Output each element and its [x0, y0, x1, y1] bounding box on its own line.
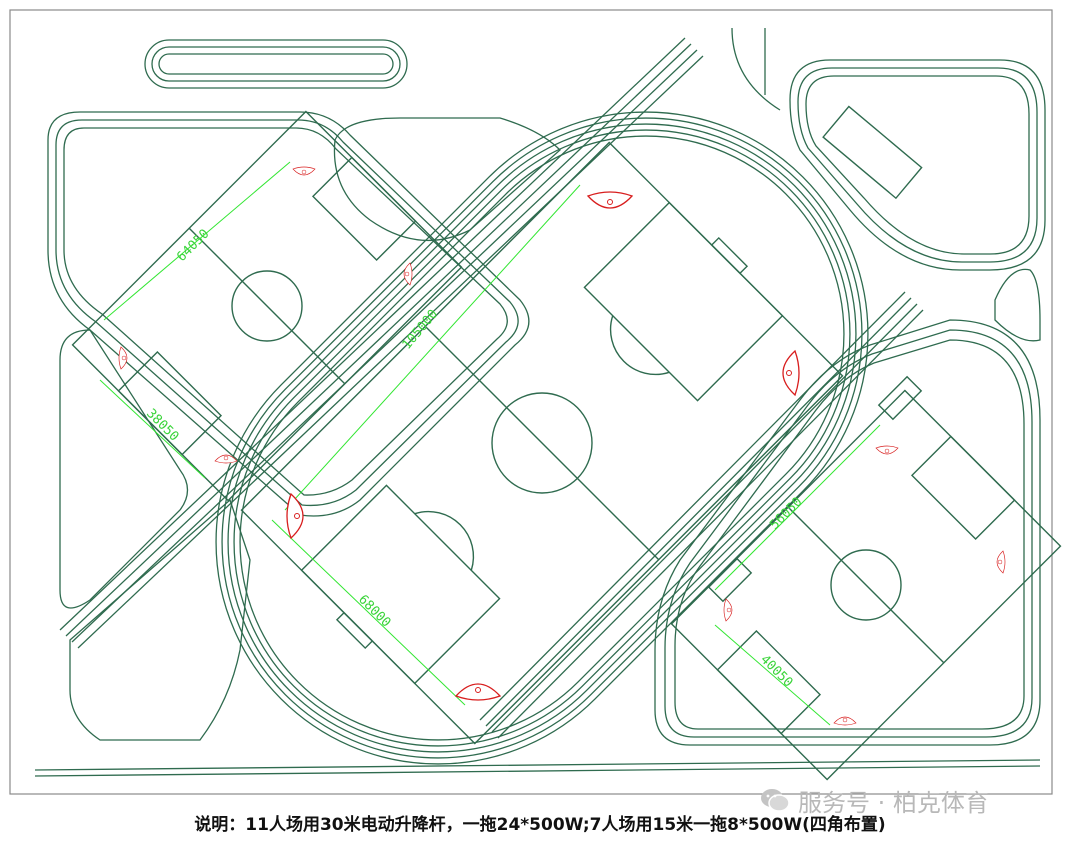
bottom-right-loop-track — [654, 319, 1041, 746]
floodlight-icon — [875, 445, 899, 455]
planter-top-middle — [333, 117, 561, 241]
floodlight-icon — [723, 598, 733, 622]
top-small-oval-track — [144, 39, 408, 89]
watermark-text: 服务号 · 柏克体育 — [798, 788, 989, 817]
watermark: 服务号 · 柏克体育 — [760, 782, 989, 818]
dim-line-small2-width — [714, 624, 831, 726]
dim-line-main-length — [284, 184, 581, 511]
dim-label-small2-length: 56050 — [767, 495, 805, 533]
outer-boundary — [34, 759, 1041, 771]
dimension-labels: 64050 38050 105000 68000 56050 40050 — [143, 227, 805, 691]
building-top-right — [822, 105, 923, 200]
floodlight-icon — [214, 454, 238, 464]
floodlight-icon — [292, 166, 316, 176]
top-left-loop-track — [47, 111, 530, 517]
small-football-field-1 — [71, 110, 463, 502]
road-left — [731, 27, 781, 111]
building-near-field — [877, 375, 923, 421]
planter-left — [59, 329, 189, 609]
floodlight-icon — [586, 191, 634, 209]
floodlight-icon — [833, 716, 857, 726]
main-oval-track — [215, 111, 869, 765]
dim-label-main-width: 68000 — [355, 592, 393, 630]
planter-right — [994, 268, 1041, 342]
main-football-field — [240, 141, 844, 745]
small-football-field-2 — [670, 389, 1062, 781]
dim-line-small2-length — [714, 424, 881, 591]
drawing-caption: 说明：11人场用30米电动升降杆，一拖24*500W;7人场用15米一拖8*50… — [194, 815, 886, 835]
floodlight-icon — [118, 346, 128, 370]
floodlight-icon — [403, 262, 413, 286]
planter-bottom — [69, 498, 251, 741]
dim-label-small2-width: 40050 — [757, 652, 795, 690]
dim-line-small1-length — [103, 161, 291, 321]
drawing-frame — [9, 9, 1053, 795]
floodlight-icon — [454, 683, 502, 701]
floodlight-icon — [996, 550, 1006, 574]
outer-boundary-inner — [34, 765, 1041, 777]
diagonal-lanes — [59, 37, 924, 739]
wechat-icon — [761, 789, 790, 812]
floodlight-icon — [782, 349, 800, 397]
dimension-lines — [99, 161, 881, 726]
dim-line-small1-width — [99, 379, 206, 479]
tracks — [34, 27, 1046, 777]
floodlight-icon — [286, 492, 304, 540]
top-right-loop-track — [789, 59, 1046, 271]
dim-line-main-width — [271, 519, 466, 706]
floodlights — [118, 166, 1006, 726]
